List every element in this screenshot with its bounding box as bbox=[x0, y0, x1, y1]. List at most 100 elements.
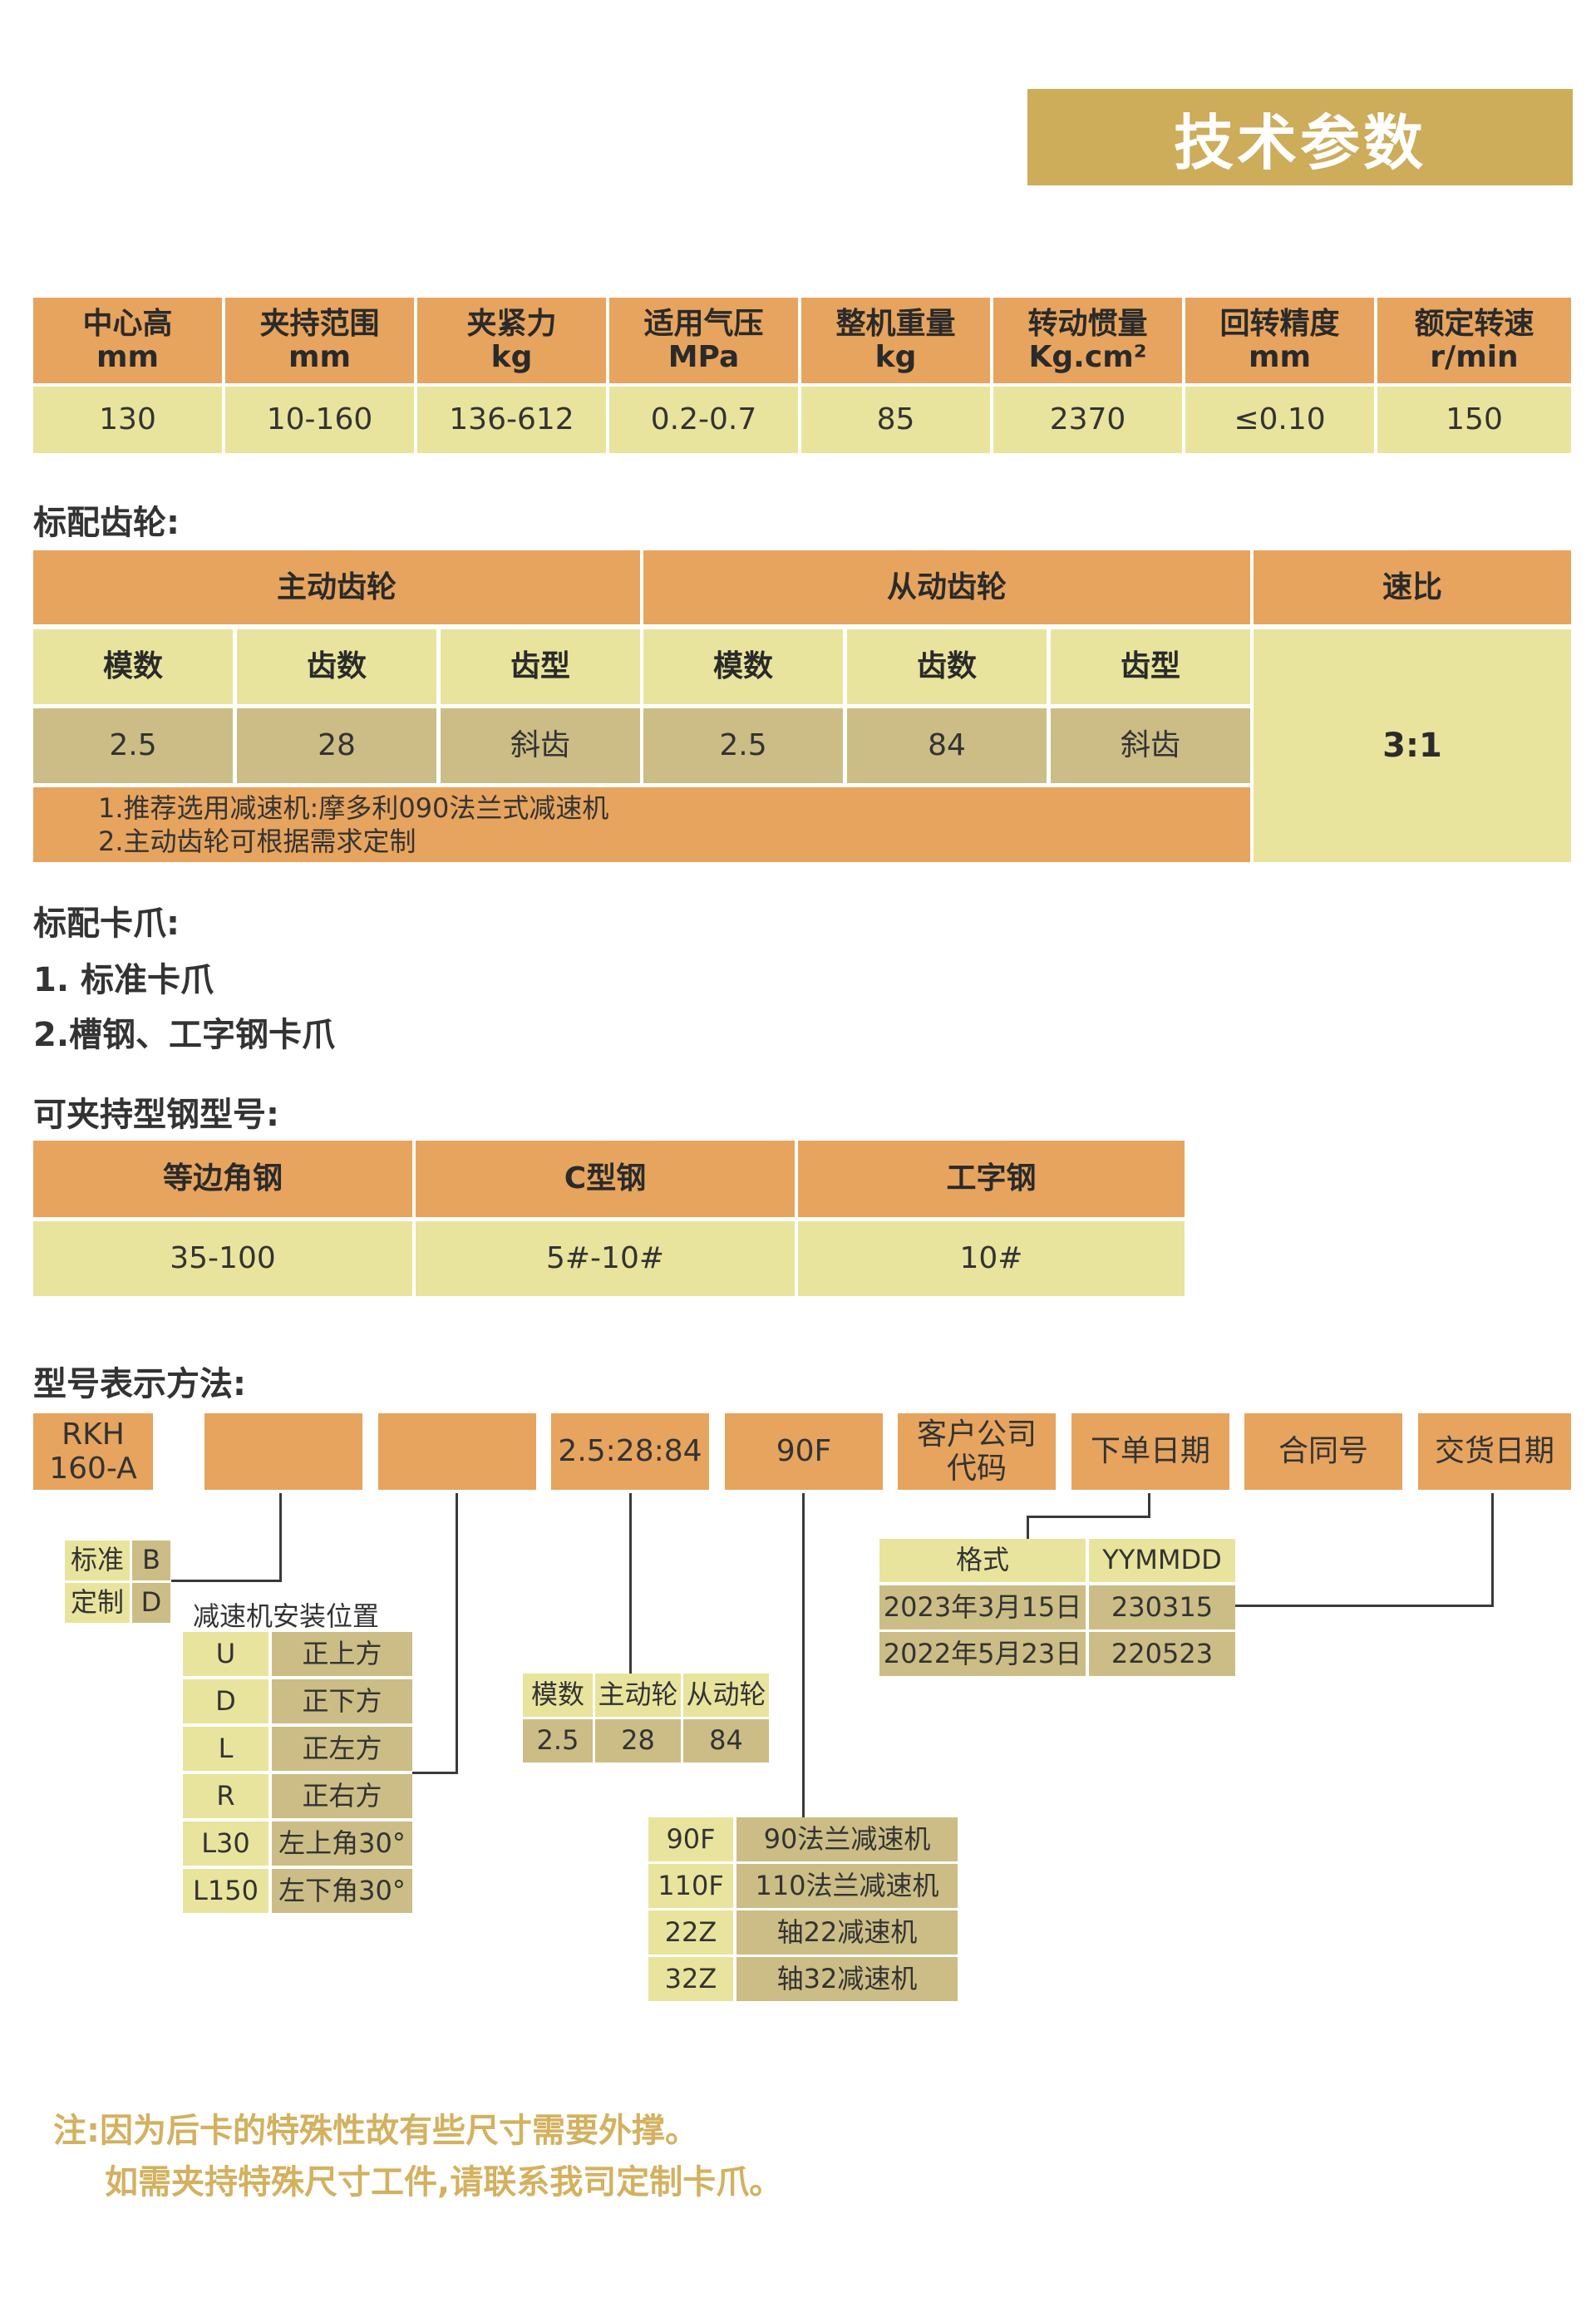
gear-notes: 1.推荐选用减速机:摩多利090法兰式减速机 2.主动齿轮可根据需求定制 bbox=[33, 787, 1250, 862]
steel-header: 等边角钢 bbox=[33, 1141, 412, 1217]
reducer-name: 90法兰减速机 bbox=[736, 1817, 958, 1861]
spec-value: 10-160 bbox=[225, 387, 414, 453]
spec-value: ≤0.10 bbox=[1185, 387, 1374, 453]
spec-value: 2370 bbox=[993, 387, 1182, 453]
reducer-name: 110法兰减速机 bbox=[736, 1864, 958, 1908]
reducer-code: 32Z bbox=[648, 1957, 733, 2001]
gear-value: 斜齿 bbox=[1051, 708, 1250, 783]
connector-line bbox=[1235, 1605, 1494, 1607]
gear-value: 2.5 bbox=[643, 708, 843, 783]
connector-line bbox=[412, 1772, 458, 1774]
gear-subheader: 齿数 bbox=[847, 629, 1047, 704]
gear-code-header: 从动轮 bbox=[683, 1674, 769, 1717]
date-code: 230315 bbox=[1089, 1585, 1235, 1629]
spec-value: 150 bbox=[1377, 387, 1571, 453]
mount-code: L150 bbox=[183, 1869, 268, 1913]
jaw-section-label: 标配卡爪: bbox=[33, 905, 180, 943]
type-label: 定制 bbox=[65, 1583, 130, 1623]
footer-note: 如需夹持特殊尺寸工件,请联系我司定制卡爪。 bbox=[105, 2163, 783, 2201]
model-prefix-box: RKH 160-A bbox=[33, 1413, 153, 1490]
customer-code-box: 客户公司 代码 bbox=[898, 1413, 1056, 1490]
gear-subheader: 齿数 bbox=[237, 629, 436, 704]
delivery-date-box: 交货日期 bbox=[1418, 1413, 1571, 1490]
gear-code-header: 主动轮 bbox=[595, 1674, 681, 1717]
gear-value: 84 bbox=[847, 708, 1047, 783]
connector-line bbox=[1148, 1493, 1150, 1518]
connector-line bbox=[629, 1493, 632, 1674]
gear-code-box: 2.5:28:84 bbox=[551, 1413, 709, 1490]
jaw-item: 1. 标准卡爪 bbox=[33, 961, 214, 999]
connector-line bbox=[456, 1493, 458, 1773]
gear-note: 2.主动齿轮可根据需求定制 bbox=[98, 826, 416, 857]
gear-subheader: 齿型 bbox=[1051, 629, 1250, 704]
reducer-name: 轴22减速机 bbox=[736, 1910, 958, 1955]
gear-note: 1.推荐选用减速机:摩多利090法兰式减速机 bbox=[98, 792, 609, 824]
reducer-name: 轴32减速机 bbox=[736, 1957, 958, 2001]
gear-subheader: 齿型 bbox=[441, 629, 640, 704]
gear-code-header: 模数 bbox=[523, 1674, 593, 1717]
reducer-code: 110F bbox=[648, 1864, 733, 1908]
connector-line bbox=[1027, 1516, 1029, 1539]
spec-value: 85 bbox=[801, 387, 990, 453]
reducer-code-box: 90F bbox=[725, 1413, 883, 1490]
gear-section-label: 标配齿轮: bbox=[33, 504, 180, 542]
footer-note: 注:因为后卡的特殊性故有些尺寸需要外撑。 bbox=[53, 2112, 698, 2150]
mount-position: 正右方 bbox=[272, 1774, 412, 1818]
mount-code: L bbox=[183, 1727, 268, 1771]
gear-value: 2.5 bbox=[33, 708, 233, 783]
mount-code: U bbox=[183, 1632, 268, 1676]
spec-value: 136-612 bbox=[417, 387, 606, 453]
steel-header: 工字钢 bbox=[798, 1141, 1185, 1217]
driving-gear-header: 主动齿轮 bbox=[33, 550, 640, 624]
model-section-label: 型号表示方法: bbox=[33, 1365, 246, 1403]
mount-code: D bbox=[183, 1679, 268, 1723]
reducer-code: 22Z bbox=[648, 1910, 733, 1955]
gear-code-value: 84 bbox=[683, 1719, 769, 1762]
gear-value: 28 bbox=[237, 708, 436, 783]
mount-table-title: 减速机安装位置 bbox=[193, 1600, 380, 1632]
mount-code: R bbox=[183, 1774, 268, 1818]
connector-line bbox=[1027, 1516, 1150, 1518]
steel-value: 5#-10# bbox=[416, 1221, 795, 1296]
mount-code: L30 bbox=[183, 1822, 268, 1866]
mount-position: 左上角30° bbox=[272, 1822, 412, 1866]
steel-value: 35-100 bbox=[33, 1221, 412, 1296]
type-code: B bbox=[132, 1541, 170, 1580]
ratio-header: 速比 bbox=[1254, 550, 1571, 624]
date-format-header: YYMMDD bbox=[1089, 1539, 1235, 1582]
driven-gear-header: 从动齿轮 bbox=[643, 550, 1250, 624]
gear-subheader: 模数 bbox=[643, 629, 843, 704]
date-example: 2023年3月15日 bbox=[879, 1585, 1086, 1629]
gear-value: 斜齿 bbox=[441, 708, 640, 783]
contract-no-box: 合同号 bbox=[1244, 1413, 1402, 1490]
steel-header: C型钢 bbox=[416, 1141, 795, 1217]
type-label: 标准 bbox=[65, 1541, 130, 1580]
mount-code-box bbox=[378, 1413, 536, 1490]
jaw-item: 2.槽钢、工字钢卡爪 bbox=[33, 1016, 336, 1054]
connector-line bbox=[279, 1493, 282, 1581]
mount-position: 正下方 bbox=[272, 1679, 412, 1723]
date-code: 220523 bbox=[1089, 1632, 1235, 1676]
spec-value: 130 bbox=[33, 387, 222, 453]
steel-section-label: 可夹持型钢型号: bbox=[33, 1096, 279, 1134]
gear-code-value: 2.5 bbox=[523, 1719, 593, 1762]
connector-line bbox=[171, 1580, 282, 1582]
type-code-box bbox=[204, 1413, 362, 1490]
connector-line bbox=[802, 1493, 805, 1817]
type-code: D bbox=[132, 1583, 170, 1623]
gear-ratio-value: 3:1 bbox=[1254, 629, 1571, 862]
date-example: 2022年5月23日 bbox=[879, 1632, 1086, 1676]
order-date-box: 下单日期 bbox=[1071, 1413, 1229, 1490]
gear-subheader: 模数 bbox=[33, 629, 233, 704]
gear-code-value: 28 bbox=[595, 1719, 681, 1762]
spec-value: 0.2-0.7 bbox=[609, 387, 798, 453]
mount-position: 正左方 bbox=[272, 1727, 412, 1771]
